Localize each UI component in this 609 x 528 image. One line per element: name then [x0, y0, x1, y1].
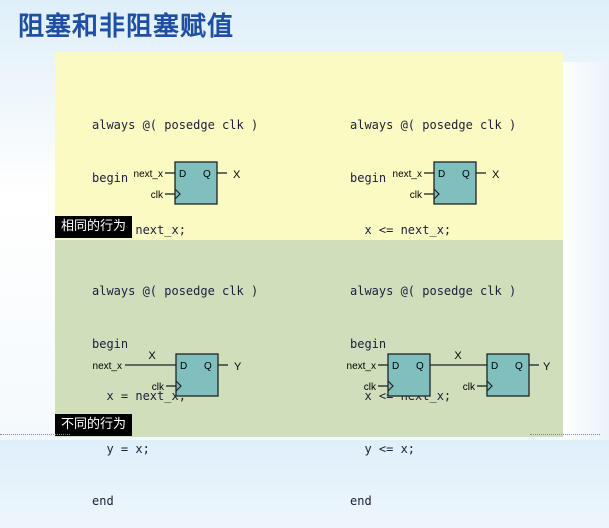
code-line: begin: [350, 336, 387, 351]
q-pin-label: Q: [203, 169, 211, 180]
code-line: always @( posedge clk ): [350, 284, 517, 298]
clock-triangle-icon: [486, 380, 493, 392]
q-pin-label: Q: [204, 361, 212, 372]
bottom-panel: [55, 240, 563, 437]
bottom-left-flipflop-diagram: next_x X clk D Q Y: [93, 350, 242, 397]
clock-triangle-icon: [387, 380, 394, 392]
code-line: always @( posedge clk ): [92, 284, 259, 298]
code-line: end: [350, 494, 372, 508]
input-label: next_x: [134, 169, 163, 180]
q-pin-label: Q: [515, 361, 523, 372]
decorative-side-band: [560, 62, 609, 440]
output-label: Y: [234, 361, 242, 373]
code-line: x = next_x;: [92, 389, 186, 403]
d-pin-label: D: [438, 169, 445, 180]
clk-label: clk: [410, 190, 423, 201]
d-pin-label: D: [491, 361, 498, 372]
clk-label-first: clk: [364, 382, 377, 393]
flipflop-box-first: [387, 353, 431, 397]
clk-label: clk: [151, 190, 164, 201]
output-label: Y: [543, 361, 551, 373]
output-label: X: [492, 169, 500, 181]
code-line: begin: [92, 170, 129, 185]
clock-triangle-icon: [174, 188, 181, 200]
slide-title: 阻塞和非阻塞赋值: [18, 12, 235, 42]
code-line: begin: [350, 170, 387, 185]
clk-label-second: clk: [463, 382, 476, 393]
code-line: y = x;: [92, 441, 150, 456]
top-right-flipflop-diagram: next_x clk D Q X: [393, 161, 500, 205]
clock-triangle-icon: [175, 380, 182, 392]
flipflop-box: [175, 353, 219, 397]
flipflop-box: [174, 161, 218, 205]
wire-label: X: [148, 350, 156, 362]
bottom-right-flipflop-diagram: next_x X clk clk D Q D Q Y: [347, 350, 551, 397]
code-line: always @( posedge clk ): [350, 118, 517, 132]
q-pin-label: Q: [416, 361, 424, 372]
d-pin-label: D: [179, 169, 186, 180]
code-line: end: [92, 494, 114, 508]
top-right-code-block: always @( posedge clk ) begin x <= next_…: [350, 82, 516, 310]
top-panel: [55, 52, 563, 240]
code-line: y <= x;: [350, 441, 416, 456]
flipflop-box-second: [486, 353, 530, 397]
footer-divider-left: [0, 434, 70, 441]
input-label: next_x: [393, 169, 422, 180]
flipflop-box: [433, 161, 477, 205]
q-pin-label: Q: [462, 169, 470, 180]
wire-label: X: [454, 350, 462, 362]
different-behavior-caption: 不同的行为: [55, 414, 133, 436]
d-pin-label: D: [180, 361, 187, 372]
top-left-flipflop-diagram: next_x clk D Q X: [134, 161, 241, 205]
footer-divider-right: [530, 434, 600, 441]
d-pin-label: D: [392, 361, 399, 372]
code-line: begin: [92, 336, 129, 351]
input-label: next_x: [93, 361, 122, 372]
code-line: always @( posedge clk ): [92, 118, 259, 132]
same-behavior-caption: 相同的行为: [55, 216, 133, 238]
clk-label: clk: [152, 382, 165, 393]
input-label: next_x: [347, 361, 376, 372]
clock-triangle-icon: [433, 188, 440, 200]
output-label: X: [233, 169, 241, 181]
code-line: x <= next_x;: [350, 223, 452, 237]
